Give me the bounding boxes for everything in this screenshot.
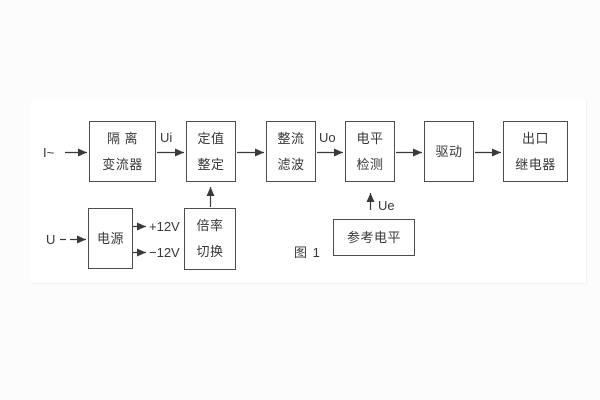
block-label: 滤波	[277, 156, 305, 172]
block-drive: 驱动	[424, 121, 474, 182]
block-label: 电平	[356, 130, 384, 146]
block-label: 整流	[277, 130, 305, 146]
block-label: 隔 离	[106, 130, 139, 146]
figure-caption: 图 1	[294, 245, 321, 260]
block-label: 变流器	[102, 156, 143, 172]
label-uo: Uo	[319, 130, 336, 145]
block-ratio-switch: 倍率 切换	[184, 208, 236, 270]
block-label: 驱动	[435, 143, 463, 159]
block-rectifier-filter: 整流 滤波	[266, 121, 316, 182]
block-value-setting: 定值 整定	[186, 121, 236, 182]
block-isolation-transformer: 隔 离 变流器	[89, 121, 156, 182]
block-label: 整定	[197, 156, 225, 172]
block-label: 电源	[96, 230, 124, 246]
block-label: 检测	[356, 156, 384, 172]
label-input-current: I~	[43, 145, 55, 160]
block-reference-level: 参考电平	[333, 219, 415, 256]
block-power-supply: 电源	[88, 208, 133, 269]
label-plus-12v: +12V	[149, 219, 180, 234]
block-label: 出口	[521, 130, 549, 146]
block-label: 切换	[196, 244, 224, 259]
block-label: 倍率	[196, 218, 224, 233]
label-input-voltage: U	[46, 232, 56, 247]
label-ue: Ue	[378, 198, 395, 213]
label-ui: Ui	[160, 130, 173, 145]
block-label: 继电器	[515, 156, 556, 172]
label-minus-12v: −12V	[149, 245, 180, 260]
block-label: 参考电平	[346, 229, 401, 245]
block-label: 定值	[197, 130, 225, 146]
block-output-relay: 出口 继电器	[503, 121, 568, 182]
block-level-detection: 电平 检测	[345, 121, 395, 182]
